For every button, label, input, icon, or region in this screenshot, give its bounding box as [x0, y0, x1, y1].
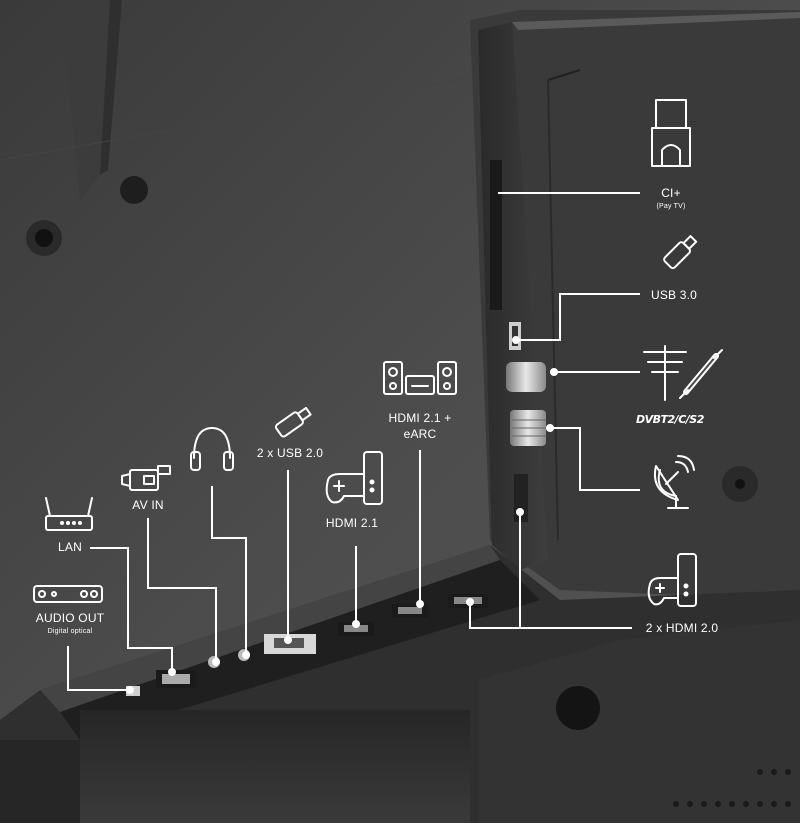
mount-hole [120, 176, 148, 204]
usb2-label: 2 x USB 2.0 [256, 446, 324, 460]
usb-stick-icon [274, 406, 312, 438]
dvb-logo-label: DVBT2/C/S2 [636, 413, 704, 426]
hdmi-earc-label-line1: HDMI 2.1 + [388, 411, 452, 425]
hdmi-earc-label-line2: eARC [403, 427, 437, 441]
headphone-line [211, 486, 247, 655]
av-label: AV IN [132, 498, 164, 512]
satellite-dish-icon [654, 455, 695, 509]
audio-line [67, 646, 130, 691]
usb3-port-inner [512, 326, 518, 346]
mount-hole-inner [735, 479, 745, 489]
antenna-connector [506, 362, 546, 392]
ledge-corner [0, 740, 80, 823]
hdmi20-label: 2 x HDMI 2.0 [645, 621, 719, 635]
satellite-line [550, 427, 640, 491]
lower-hole [556, 686, 600, 730]
antenna-icon [643, 345, 723, 401]
av-line [147, 518, 217, 662]
usb3-label: USB 3.0 [650, 288, 698, 302]
stand-beam-edge [100, 0, 122, 175]
module-groove [547, 69, 581, 81]
lower-box [478, 620, 800, 823]
speakers-icon [383, 361, 457, 395]
usb-stick-icon [663, 235, 698, 270]
stand-beam [60, 0, 110, 200]
usb3-line [516, 293, 640, 341]
camcorder-icon [121, 465, 171, 491]
io-module [470, 10, 800, 600]
lan-label: LAN [58, 540, 82, 554]
ci-label: CI+ [661, 186, 681, 200]
lower-chassis [80, 710, 470, 823]
mount-hole-inner [35, 229, 53, 247]
audio-label: AUDIO OUT [35, 611, 105, 625]
lan-line [90, 547, 173, 672]
ci-card-icon [651, 99, 691, 167]
game-controller-icon [647, 553, 697, 607]
router-icon [45, 497, 93, 531]
vent-holes [673, 769, 791, 807]
headphones-icon [190, 427, 234, 471]
ledge-edge [40, 545, 500, 712]
hdmi21-label: HDMI 2.1 [325, 516, 379, 530]
game-controller-icon [325, 451, 383, 505]
hdmi20-line [469, 512, 521, 629]
module-groove [547, 79, 559, 541]
optical-out-icon [33, 585, 103, 603]
leader-lines [67, 192, 640, 694]
module-edge [512, 12, 800, 30]
audio-sublabel: Digital optical [47, 628, 93, 635]
ci-slot [490, 160, 502, 310]
ci-sublabel: (Pay TV) [656, 203, 686, 210]
